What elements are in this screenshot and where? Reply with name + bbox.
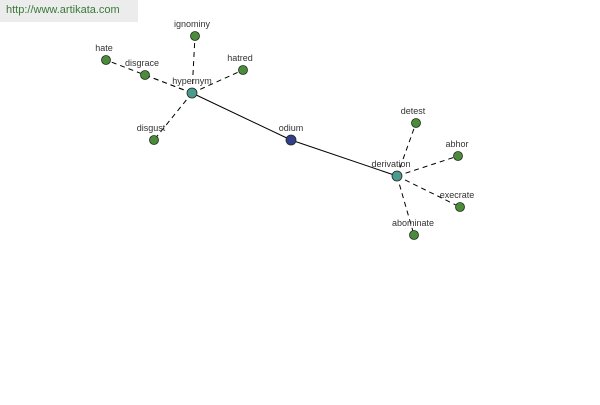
edge-odium-derivation (290, 139, 398, 177)
node-label-disgust[interactable]: disgust (137, 123, 166, 133)
node-detest[interactable] (411, 118, 421, 128)
node-label-derivation[interactable]: derivation (371, 159, 410, 169)
edges-layer (105, 35, 461, 236)
watermark-text: http://www.artikata.com (6, 4, 120, 16)
edge-hypernym-ignominy (191, 35, 196, 94)
node-ignominy[interactable] (190, 31, 200, 41)
node-label-detest[interactable]: detest (401, 106, 426, 116)
nodes-layer (101, 31, 465, 240)
node-label-abominate[interactable]: abominate (392, 218, 434, 228)
node-disgust[interactable] (149, 135, 159, 145)
node-label-hate[interactable]: hate (95, 43, 113, 53)
node-label-hypernym[interactable]: hypernym (172, 76, 212, 86)
edge-derivation-abhor (396, 155, 459, 177)
labels-layer: odium hypernym derivation hate disgrace ignom… (95, 19, 474, 228)
edge-derivation-execrate (396, 175, 461, 208)
node-abominate[interactable] (409, 230, 419, 240)
node-label-execrate[interactable]: execrate (440, 190, 475, 200)
node-label-disgrace[interactable]: disgrace (125, 58, 159, 68)
node-abhor[interactable] (453, 151, 463, 161)
edge-odium-hypernym (191, 92, 292, 141)
edge-hypernym-hatred (191, 69, 244, 94)
watermark: http://www.artikata.com (0, 0, 138, 22)
node-label-ignominy[interactable]: ignominy (174, 19, 211, 29)
node-label-hatred[interactable]: hatred (227, 53, 253, 63)
edge-derivation-abominate (396, 175, 415, 236)
edge-derivation-detest (396, 122, 417, 177)
node-execrate[interactable] (455, 202, 465, 212)
node-hate[interactable] (101, 55, 111, 65)
node-derivation[interactable] (391, 170, 403, 182)
node-label-odium[interactable]: odium (279, 123, 304, 133)
node-hatred[interactable] (238, 65, 248, 75)
node-disgrace[interactable] (140, 70, 150, 80)
edge-hypernym-disgust (153, 92, 193, 141)
node-odium[interactable] (285, 134, 297, 146)
node-label-abhor[interactable]: abhor (445, 139, 468, 149)
node-hypernym[interactable] (186, 87, 198, 99)
